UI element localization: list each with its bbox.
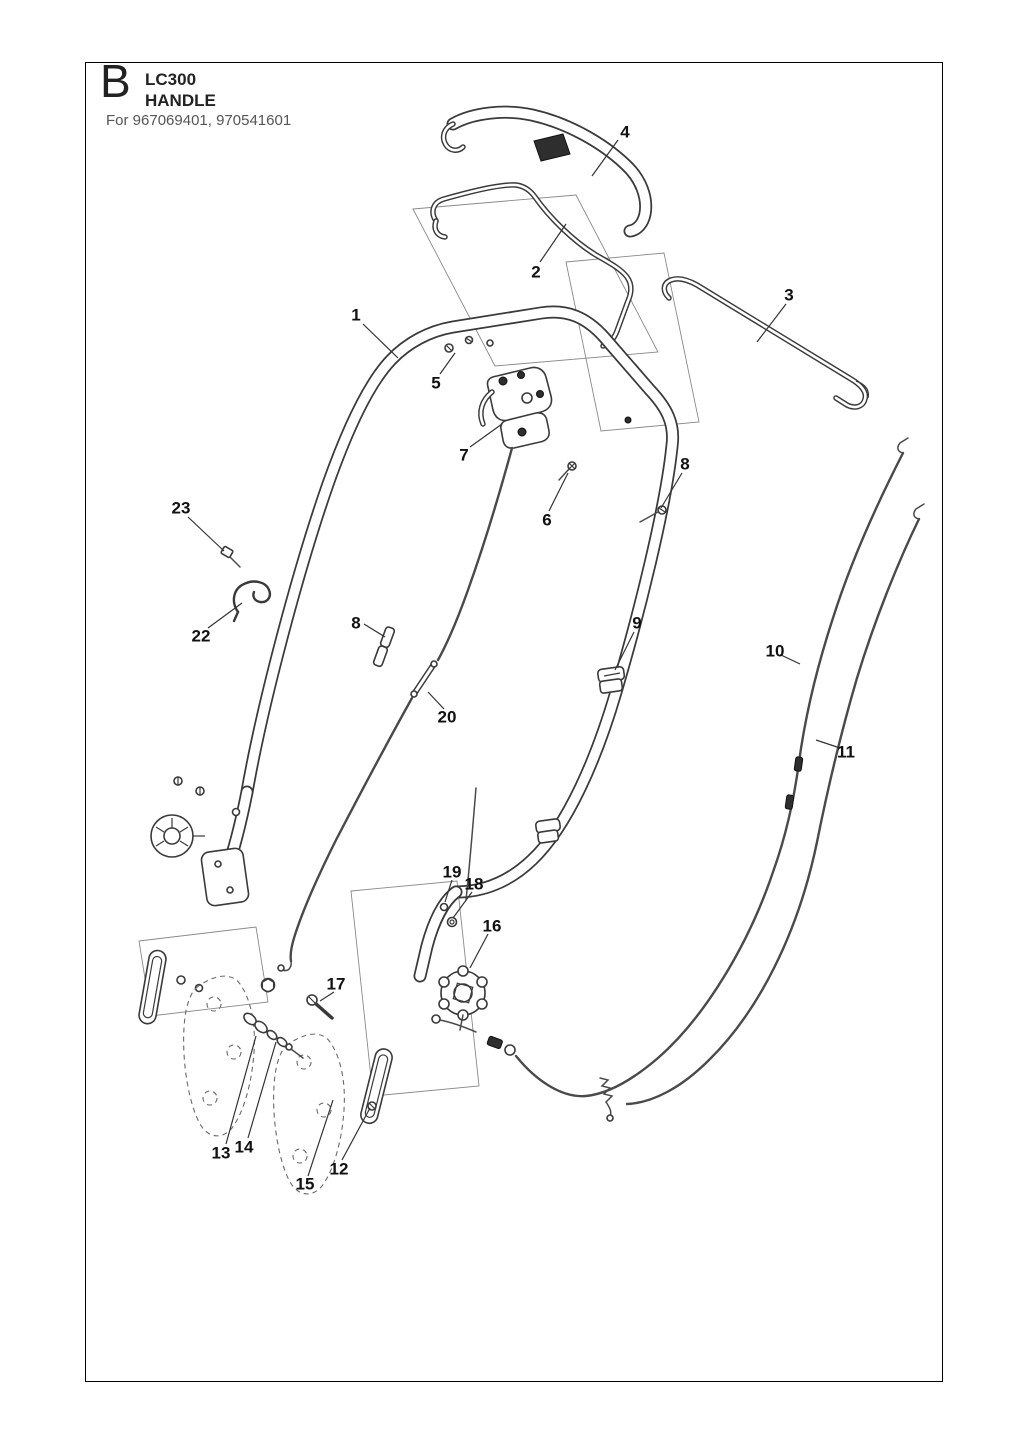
brake-cable-part20: [277, 446, 514, 972]
callout-part-7: 7: [459, 445, 469, 465]
callout-part-11: 11: [837, 742, 855, 762]
leader-lines: [187, 139, 841, 1177]
callout-part-5: 5: [431, 373, 441, 393]
callout-part-20: 20: [437, 707, 457, 727]
callout-part-1: 1: [351, 305, 361, 325]
screw-part8-upper: [639, 505, 667, 523]
callout-part-6: 6: [542, 510, 552, 530]
star-knob-part16: [438, 965, 488, 1031]
callout-part-19: 19: [442, 862, 462, 882]
hex-bolt-lower-left: [260, 977, 276, 993]
callout-part-3: 3: [784, 285, 794, 305]
callout-part-17: 17: [326, 974, 346, 994]
cable-clip-part9: [597, 665, 626, 694]
screw-part17: [306, 994, 334, 1020]
handle-bracket-left: [200, 847, 250, 907]
callout-part-13: 13: [211, 1143, 231, 1163]
cable-clip-lower: [534, 818, 562, 844]
section-letter: B: [100, 55, 131, 107]
callout-part-8-mid: 8: [351, 613, 361, 633]
callout-part-16: 16: [482, 916, 502, 936]
callout-part-8-upper: 8: [680, 454, 690, 474]
hook-clip-part22: [232, 580, 272, 623]
screw-part6: [558, 416, 632, 481]
title-block: B LC300 HANDLE For 967069401, 970541601: [0, 0, 1024, 140]
brake-lever-assembly-part7: [478, 366, 553, 449]
main-handle-tube-part1: [213, 305, 680, 983]
callout-part-2: 2: [531, 262, 541, 282]
diagram-title: HANDLE: [145, 91, 216, 110]
washer-stack-part13-14: [243, 1012, 304, 1059]
zoom-region-outlines: [138, 194, 700, 1097]
callout-part-10: 10: [765, 641, 785, 661]
cable-adjuster-part8-mid: [372, 626, 396, 668]
callout-part-14: 14: [234, 1137, 254, 1157]
upper-handle-bar-part4: [440, 105, 653, 238]
fasteners-part18-19: [439, 902, 458, 928]
oval-link-part12: [360, 1048, 393, 1125]
callout-part-22: 22: [191, 626, 211, 646]
clutch-cable-part11: [431, 503, 925, 1122]
throttle-cable-part10: [504, 437, 909, 1098]
callout-part-4: 4: [620, 122, 630, 142]
serial-applicability: For 967069401, 970541601: [106, 112, 292, 129]
oval-link-left: [138, 949, 204, 1025]
bolt-part23: [220, 545, 241, 568]
handle-knob-left: [150, 814, 205, 858]
model-number: LC300: [145, 70, 197, 89]
callout-part-18: 18: [464, 874, 484, 894]
callout-part-15: 15: [295, 1174, 315, 1194]
handle-mount-rod-part2: [430, 182, 634, 349]
handle-bracket-plates-dashed: [183, 975, 345, 1195]
callout-part-12: 12: [329, 1159, 349, 1179]
diagram-frame: [85, 62, 943, 1382]
callout-part-23: 23: [171, 498, 191, 518]
handle-joint-left-hardware: [173, 776, 241, 817]
callout-part-9: 9: [632, 613, 642, 633]
screws-part5: [444, 335, 494, 353]
support-rod-part3: [661, 276, 870, 410]
